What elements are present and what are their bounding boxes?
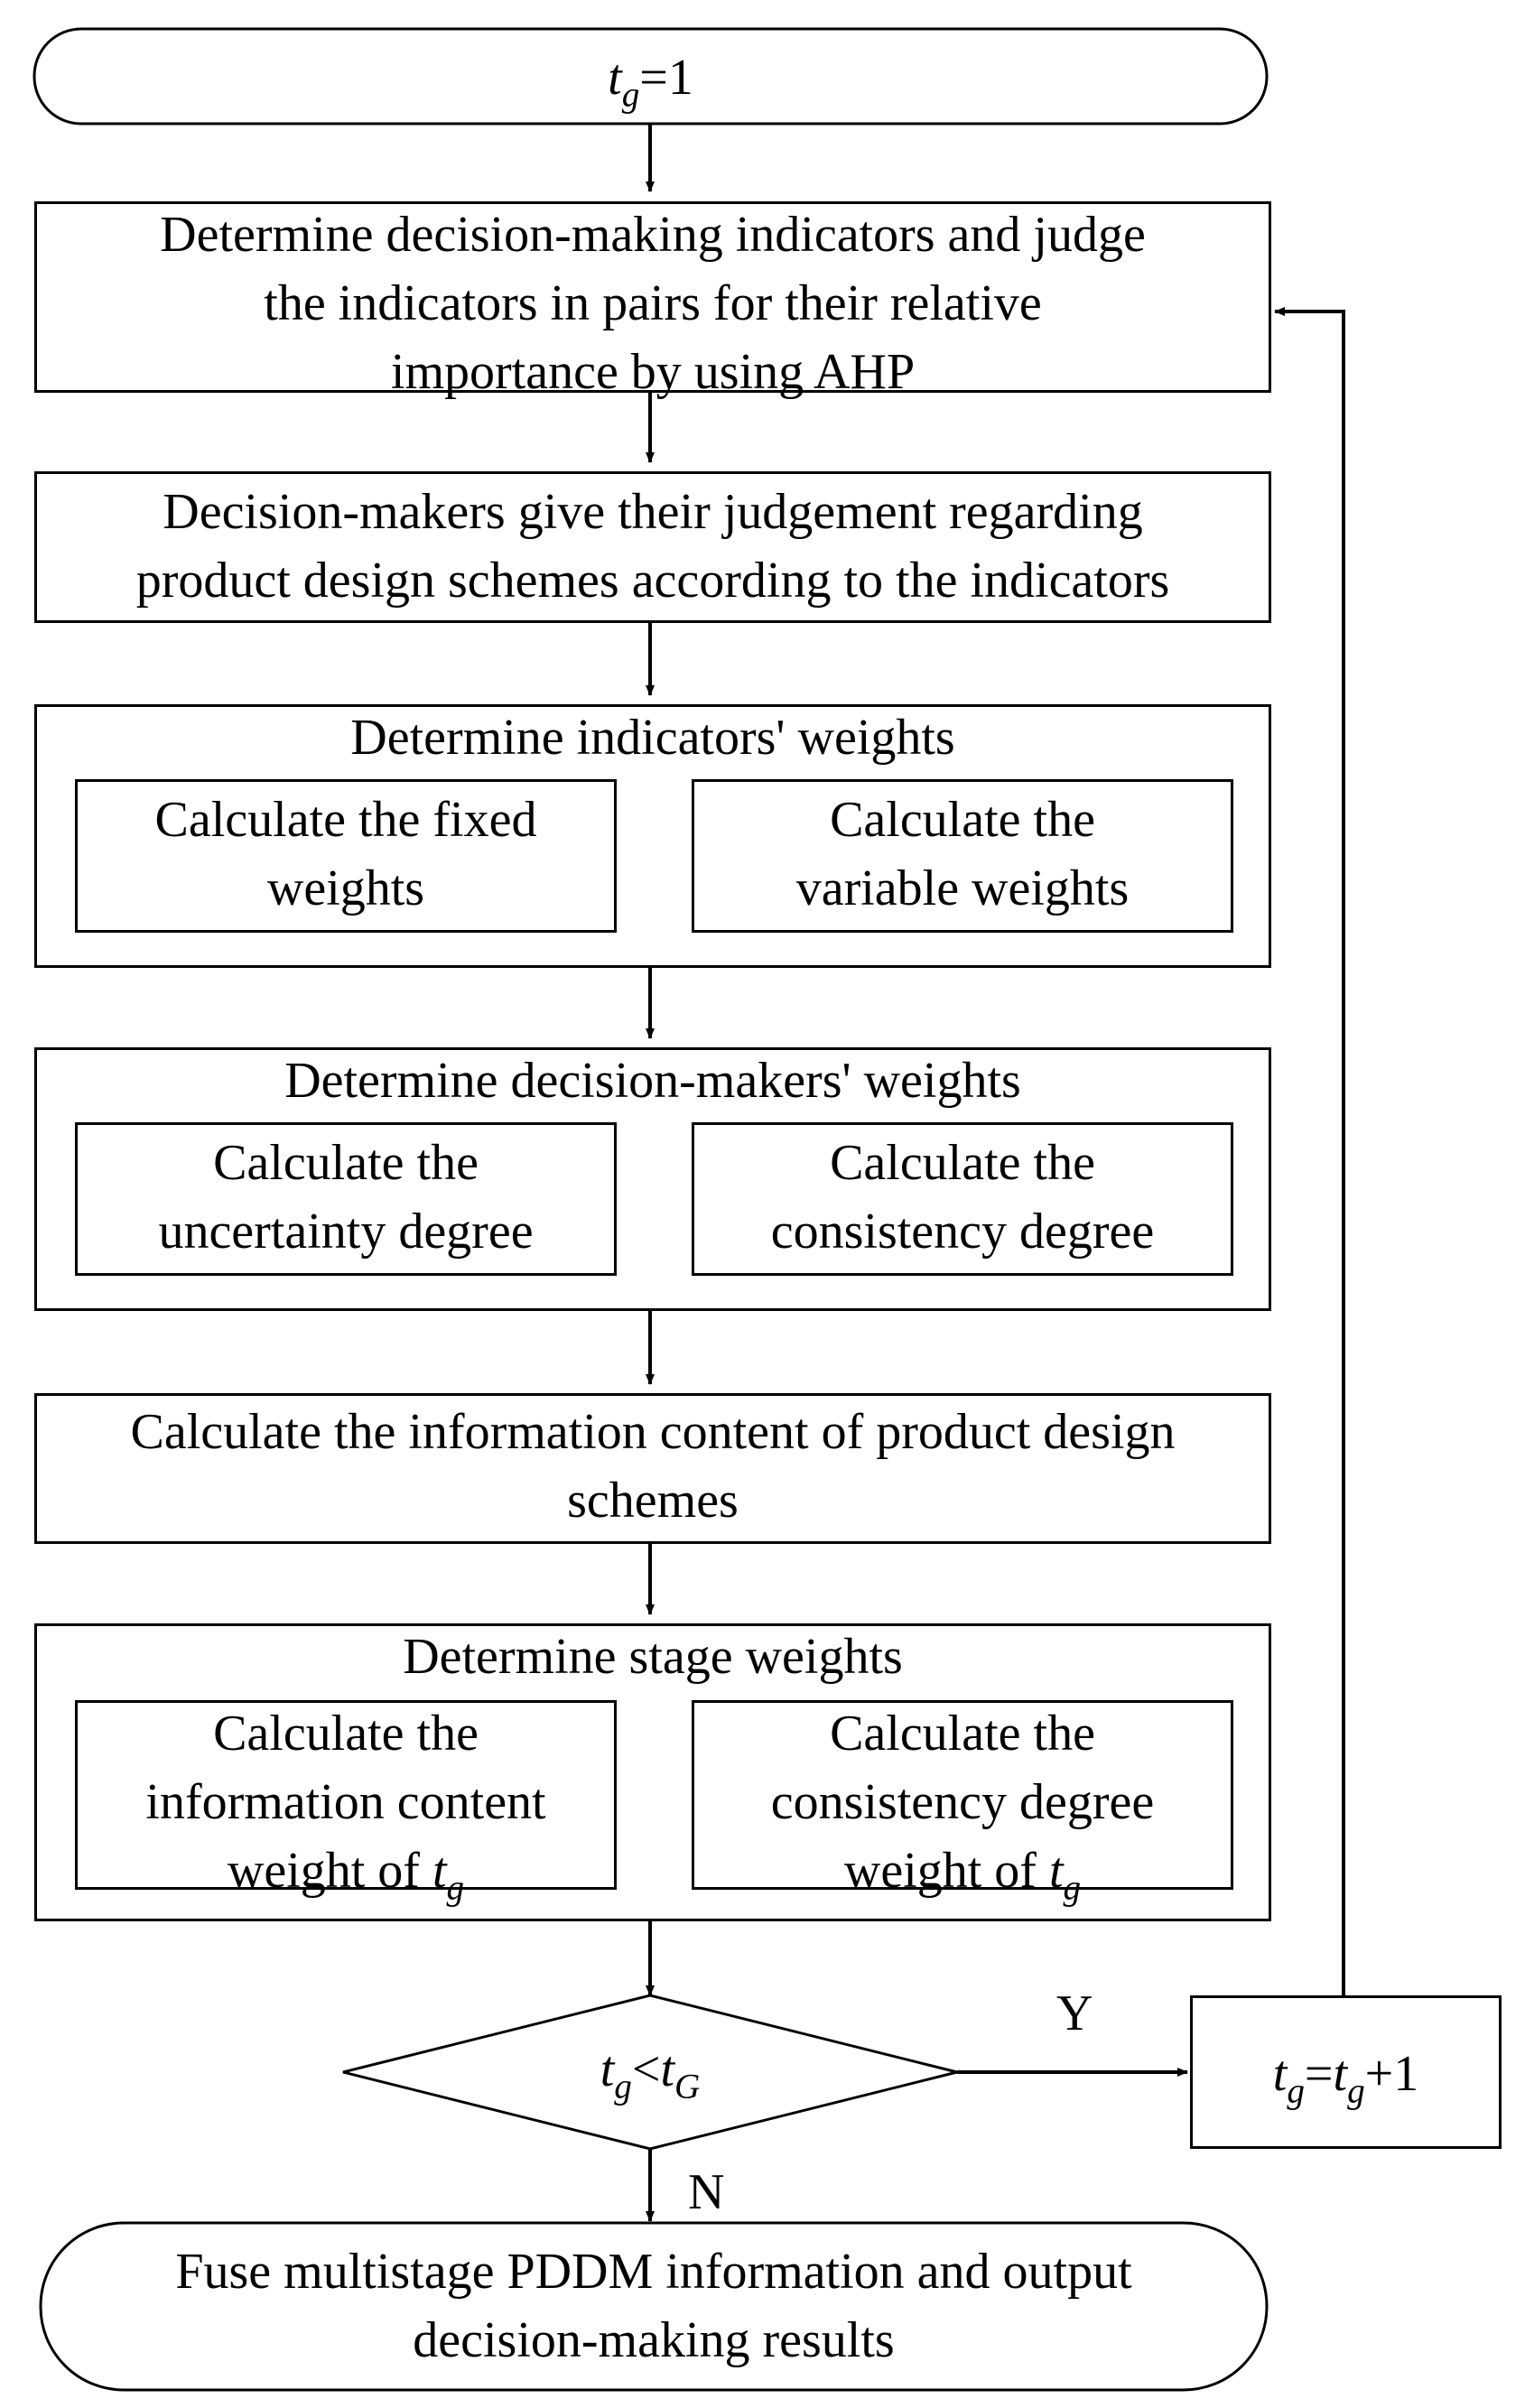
judgement-step: Decision-makers give their judgement reg…: [34, 471, 1271, 623]
dm-weights-step: Determine decision-makers' weights Calcu…: [34, 1047, 1271, 1311]
end-terminator: [39, 2221, 1269, 2392]
judgement-line-1: Decision-makers give their judgement reg…: [163, 484, 1143, 540]
judgement-line-2: product design schemes according to the …: [135, 553, 1170, 609]
no-label: N: [688, 2164, 725, 2220]
start-label: tg=1: [608, 50, 693, 115]
start-terminator: [33, 27, 1269, 126]
info-content-weight-box: Calculate the information content weight…: [75, 1700, 617, 1906]
stage-weights-step: Determine stage weights Calculate the in…: [34, 1623, 1271, 1921]
yes-label: Y: [1056, 1985, 1093, 2041]
indicator-weights-step: Determine indicators' weights Calculate …: [34, 704, 1271, 968]
stage-weights-title: Determine stage weights: [403, 1629, 903, 1685]
ahp-line-3: importance by using AHP: [390, 344, 916, 400]
info-content-step: Calculate the information content of pro…: [34, 1393, 1271, 1544]
end-label: Fuse multistage PDDM information and out…: [175, 2244, 1132, 2368]
increment-step: tg=tg+1: [1190, 1995, 1502, 2149]
consistency-weight-box: Calculate the consistency degree weight …: [692, 1700, 1233, 1906]
ahp-line-1: Determine decision-making indicators and…: [160, 207, 1146, 263]
arrow-loop-back: [1274, 307, 1345, 1995]
ahp-step: Determine decision-making indicators and…: [34, 201, 1271, 400]
dm-weights-title: Determine decision-makers' weights: [284, 1053, 1021, 1109]
decision-diamond: [342, 1994, 958, 2151]
decision-label: tg<tG: [600, 2041, 701, 2106]
ahp-line-2: the indicators in pairs for their relati…: [264, 275, 1042, 331]
indicator-weights-title: Determine indicators' weights: [350, 710, 955, 766]
